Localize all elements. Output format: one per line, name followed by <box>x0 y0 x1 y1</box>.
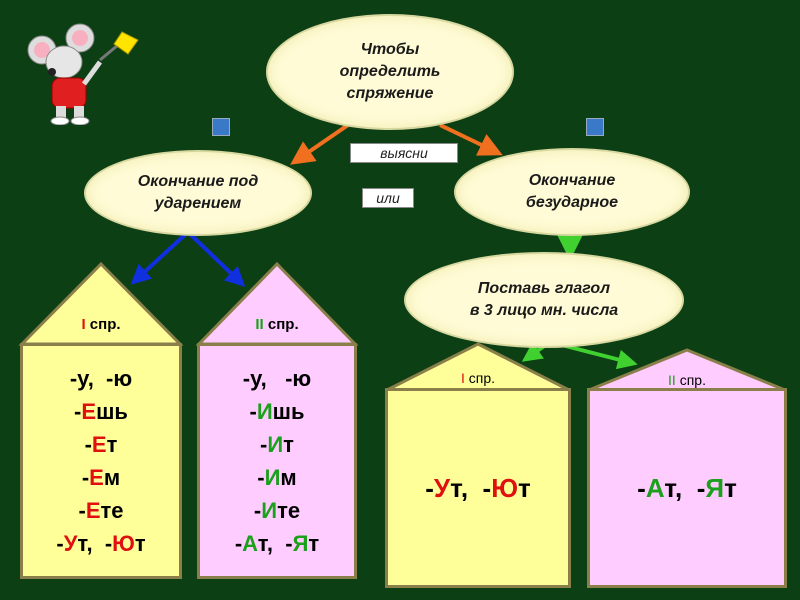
blue-square-icon <box>586 118 604 136</box>
house-2-body: -у, -ю -Ишь -Ит -Им -Ите -Ат, -Ят <box>197 343 357 579</box>
house-3-body: -Ут, -Ют <box>385 388 571 588</box>
house-3-label: I спр. <box>460 370 496 386</box>
ending-line: -Ишь <box>249 399 305 424</box>
right-node: Окончание безударное <box>454 148 690 236</box>
left-node-text: Окончание под ударением <box>137 173 259 212</box>
arrow-to-house-1 <box>130 230 190 285</box>
left-node: Окончание под ударением <box>84 150 312 236</box>
ending-line: -Ит <box>260 432 294 457</box>
arrow-to-right-node <box>439 123 503 156</box>
house-4-label: II спр. <box>668 372 706 388</box>
bottom-node: Поставь глагол в 3 лицо мн. числа <box>404 252 684 348</box>
ending-line: -Ут, -Ют <box>425 472 531 503</box>
blue-square-icon <box>212 118 230 136</box>
house-1-label: I спр. <box>81 316 121 333</box>
mouse-flag-mascot-icon <box>27 23 139 125</box>
center-node: Чтобы определить спряжение <box>266 14 514 130</box>
house-2-roof <box>195 261 359 346</box>
bottom-node-text: Поставь глагол в 3 лицо мн. числа <box>469 280 619 319</box>
ending-line: -Ите <box>253 498 301 523</box>
ending-line: -Ет <box>84 432 118 457</box>
ending-line: -у, -ю <box>69 366 133 391</box>
ending-line: -Ат, -Ят <box>637 472 737 503</box>
house-2-label: II спр. <box>255 316 299 333</box>
ending-line: -Им <box>257 465 297 490</box>
arrow-to-house-2 <box>186 230 246 287</box>
ending-line: -Ете <box>78 498 124 523</box>
house-1-roof <box>18 261 184 346</box>
house-4-body: -Ат, -Ят <box>587 388 787 588</box>
ending-line: -у, -ю <box>242 366 312 391</box>
ending-line: -Ем <box>81 465 121 490</box>
ending-line: -Ат, -Ят <box>234 531 320 556</box>
center-node-text: Чтобы определить спряжение <box>339 41 441 102</box>
note-or: или <box>362 188 414 208</box>
right-node-text: Окончание безударное <box>525 172 619 211</box>
note-find-out: выясни <box>350 143 458 163</box>
ending-line: -Ешь <box>74 399 128 424</box>
house-1-body: -у, -ю -Ешь -Ет -Ем -Ете -Ут, -Ют <box>20 343 182 579</box>
arrow-to-left-node <box>290 123 350 165</box>
ending-line: -Ут, -Ют <box>56 531 146 556</box>
